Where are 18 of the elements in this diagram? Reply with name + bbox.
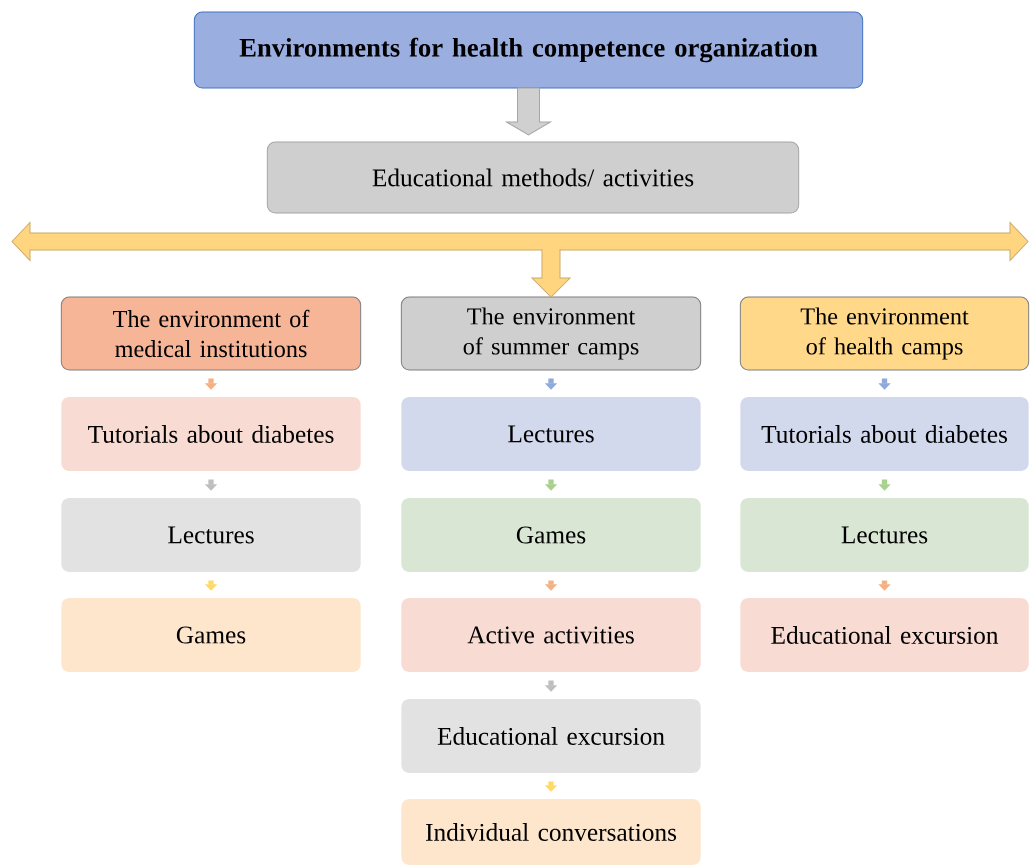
block-arrow [531,248,571,298]
item-box: Lectures [740,498,1029,572]
environment-box: The environment of health camps [739,296,1030,371]
item-box: Educational excursion [401,699,701,773]
item-box: Games [61,598,361,672]
item-box: Educational excursion [740,598,1029,672]
environment-box: The environment of summer camps [400,296,702,371]
title-box: Environments for health competence organization [193,11,864,89]
item-box: Tutorials about diabetes [740,397,1029,471]
block-arrow [506,87,551,136]
environment-box: The environment of medical institutions [60,296,362,371]
category-box: Educational methods/ activities [266,141,800,214]
item-box: Tutorials about diabetes [61,397,361,471]
item-box: Lectures [401,397,701,471]
item-box: Active activities [401,598,701,672]
item-box: Lectures [61,498,361,572]
item-box: Individual conversations [401,799,701,865]
item-box: Games [401,498,701,572]
